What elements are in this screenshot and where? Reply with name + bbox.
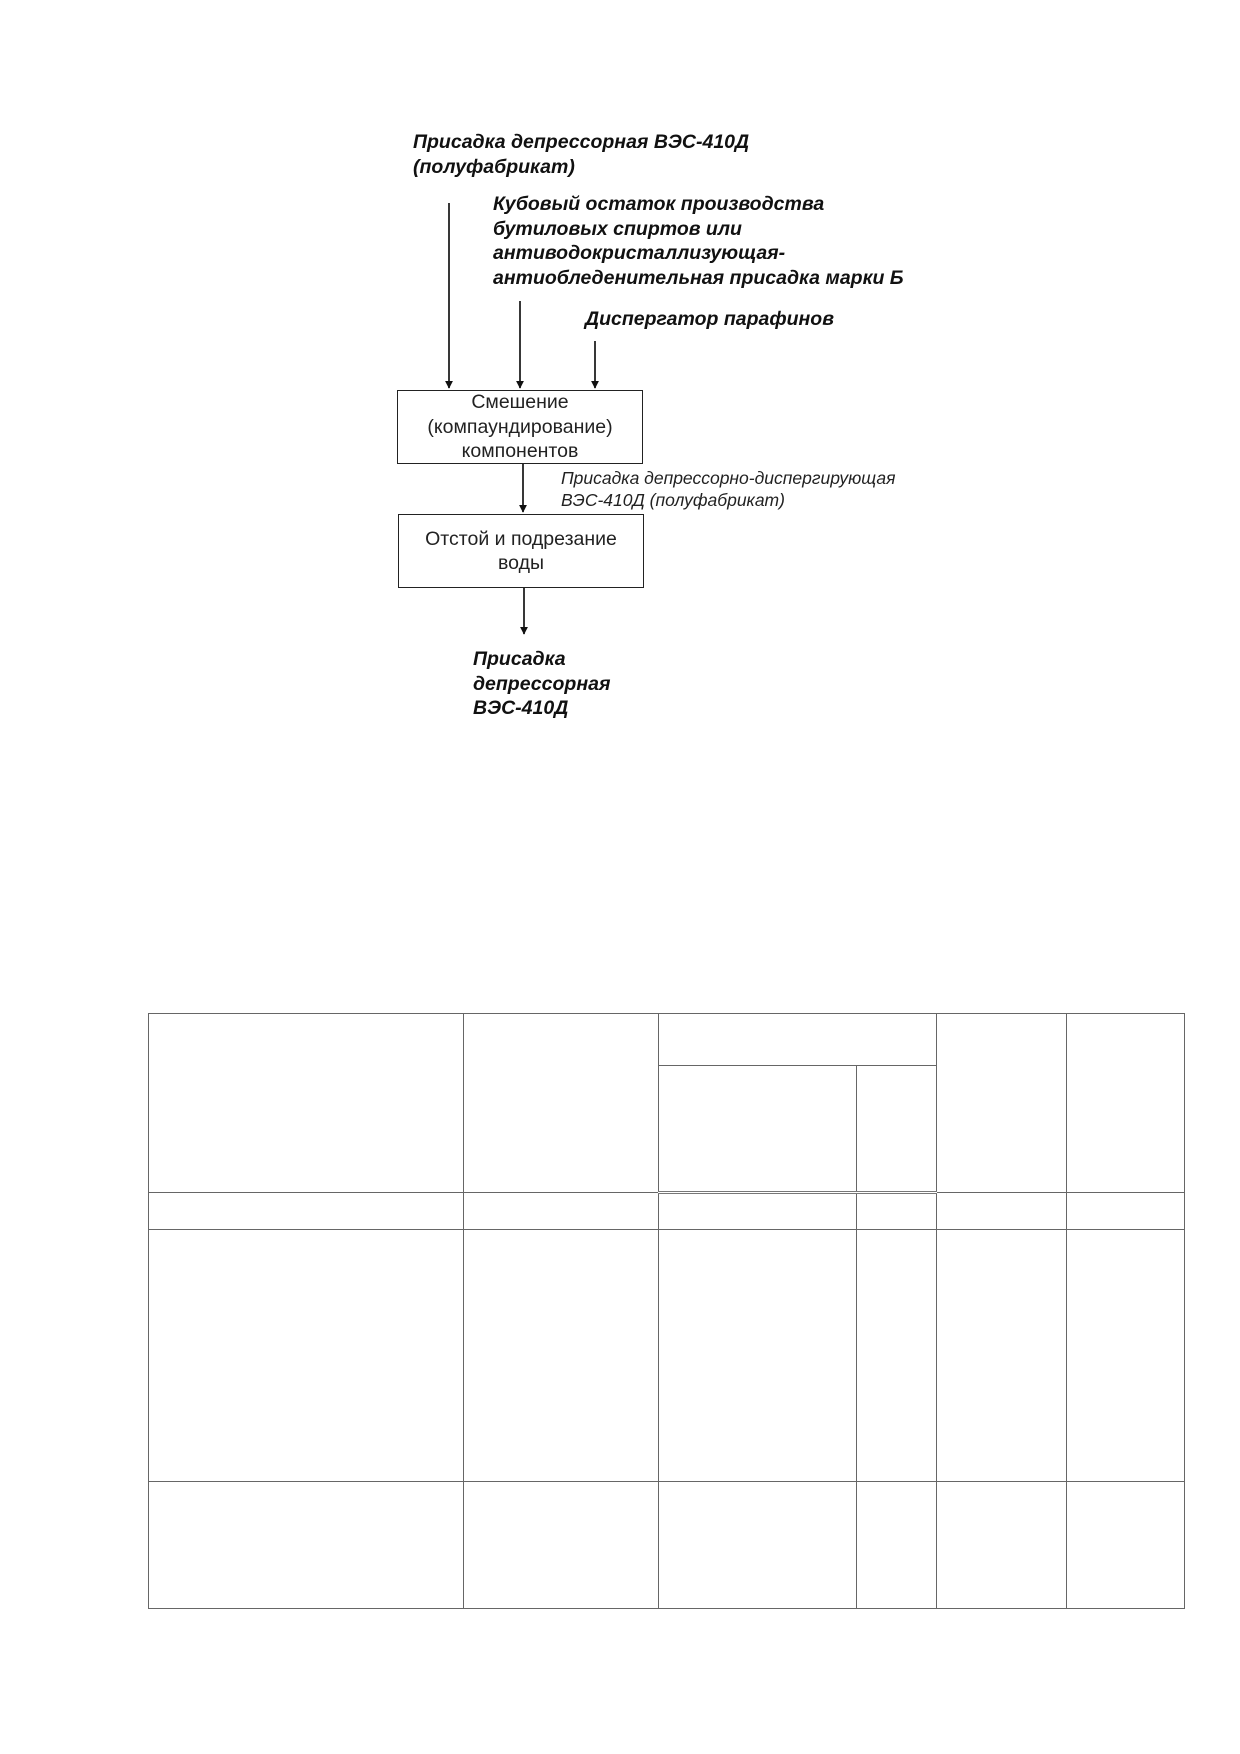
table-row [148,1192,1185,1230]
text-line: (полуфабрикат) [413,155,575,178]
table-cell [936,1481,1067,1609]
table-cell [856,1481,937,1609]
table-cell [936,1192,1067,1230]
table-cell [1066,1229,1185,1482]
text-line: Присадка депрессорная ВЭС-410Д [413,131,750,153]
table-cell [856,1229,937,1482]
table-cell [856,1192,937,1230]
table-cell [463,1192,659,1230]
text-line: антиобледенительная присадка марки Б [493,266,904,289]
table-cell [936,1229,1067,1482]
table-cell [148,1481,464,1609]
table-cell [148,1013,464,1193]
table-cell [463,1229,659,1482]
table-cell [1066,1192,1185,1230]
intermediate-label: Присадка депрессорно-диспергирующая ВЭС-… [561,467,895,511]
empty-table-grid [148,1013,1185,1609]
table-cell [658,1013,937,1066]
flow-arrows [445,203,599,635]
table-cell [1066,1013,1185,1193]
text-line: компонентов [461,440,579,463]
text-line: антиводокристаллизующая- [493,242,786,264]
table-cell [658,1481,857,1609]
table-cell [658,1229,857,1482]
table-header-row [148,1013,1185,1193]
table-cell [1066,1481,1185,1609]
text-line: Диспергатор парафинов [585,308,834,330]
table-subheader-row [149,1065,1185,1194]
text-line: Отстой и подрезание [425,527,617,550]
input-second-label: Кубовый остаток производства бутиловых с… [493,192,904,290]
step-settling-box: Отстой и подрезание воды [398,514,644,588]
table-cell [148,1192,464,1230]
input-third-label: Диспергатор парафинов [585,307,834,332]
text-line: Присадка депрессорно-диспергирующая [561,468,896,488]
table-cell [658,1192,857,1230]
table-cell [856,1065,937,1194]
text-line: Кубовый остаток производства [493,193,825,215]
output-product-label: Присадка депрессорная ВЭС-410Д [473,647,610,721]
step-mixing-box: Смешение (компаундирование) компонентов [397,390,643,464]
text-line: воды [498,552,544,574]
table-cell [148,1229,464,1482]
text-line: ВЭС-410Д (полуфабрикат) [561,490,785,510]
text-line: Присадка [473,648,566,670]
table-cell [658,1065,857,1194]
text-line: Смешение [471,391,569,414]
table-cell [463,1481,659,1609]
table-row [148,1229,1185,1482]
text-line: депрессорная [473,672,611,695]
input-main-label: Присадка депрессорная ВЭС-410Д (полуфабр… [413,130,749,179]
text-line: (компаундирование) [427,415,613,438]
text-line: ВЭС-410Д [473,697,569,719]
text-line: бутиловых спиртов или [493,217,742,240]
table-row [148,1481,1185,1609]
table-cell [936,1013,1067,1193]
table-cell [463,1013,659,1193]
